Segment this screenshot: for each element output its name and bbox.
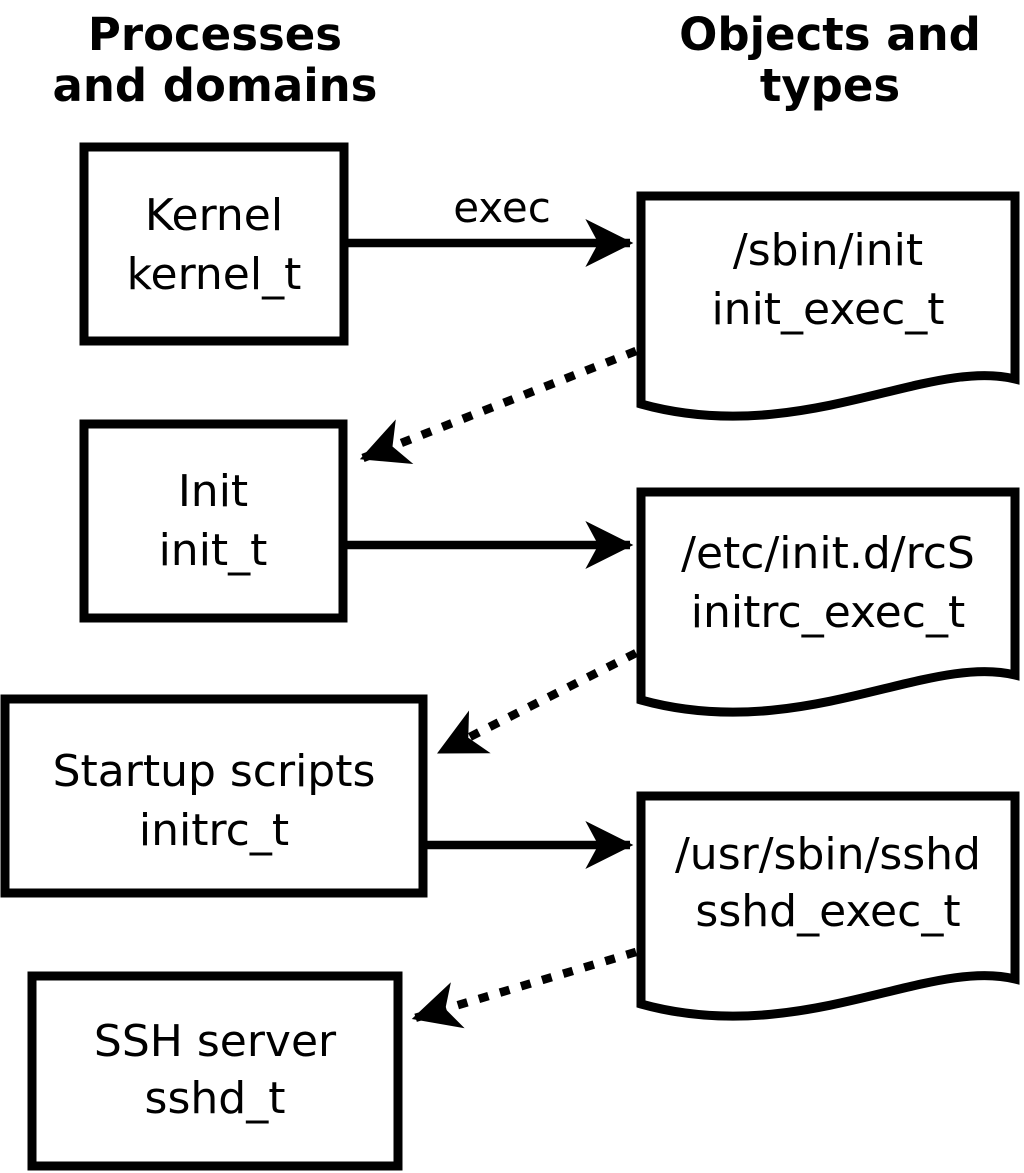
process-type: init_t (159, 525, 268, 576)
process-box-ssh-server-shape (27, 971, 403, 1171)
left-column-heading-line1: Processes (88, 8, 342, 61)
process-type: initrc_t (139, 805, 289, 856)
object-type: init_exec_t (711, 284, 944, 335)
object-path: /sbin/init (733, 225, 923, 276)
process-type: kernel_t (127, 249, 302, 300)
process-box-startup-scripts-shape (0, 694, 428, 898)
process-box-ssh-server: SSH server sshd_t (27, 971, 403, 1171)
process-box-kernel: Kernel kernel_t (79, 142, 349, 346)
process-box-init-shape (79, 419, 348, 623)
process-name: Startup scripts (53, 746, 376, 797)
right-column-heading-line2: types (760, 59, 900, 112)
object-doc-usr-sbin-sshd-shape (636, 791, 1020, 1021)
transition-arrow-sshd-to-sshd-t (411, 947, 638, 1029)
left-column-heading-line2: and domains (53, 59, 378, 112)
object-path: /usr/sbin/sshd (675, 829, 981, 880)
transition-arrow-rcS-to-initrc (437, 649, 638, 756)
object-type: initrc_exec_t (691, 587, 965, 638)
transition-arrow-sbin-init-to-init (359, 347, 638, 465)
object-doc-etc-initd-rcs: /etc/init.d/rcS initrc_exec_t (636, 487, 1020, 717)
object-doc-etc-initd-rcs-shape (636, 487, 1020, 717)
process-name: Kernel (145, 190, 283, 241)
process-name: SSH server (94, 1016, 337, 1067)
object-type: sshd_exec_t (695, 886, 960, 937)
process-box-kernel-shape (79, 142, 349, 346)
process-name: Init (178, 466, 248, 517)
object-doc-sbin-init-shape (636, 191, 1020, 421)
process-box-init: Init init_t (79, 419, 348, 623)
object-doc-usr-sbin-sshd: /usr/sbin/sshd sshd_exec_t (636, 791, 1020, 1021)
exec-label: exec (453, 183, 551, 232)
right-column-heading-line1: Objects and (679, 8, 981, 61)
object-doc-sbin-init: /sbin/init init_exec_t (636, 191, 1020, 421)
process-box-startup-scripts: Startup scripts initrc_t (0, 694, 428, 898)
object-path: /etc/init.d/rcS (681, 528, 975, 579)
process-type: sshd_t (145, 1073, 286, 1124)
